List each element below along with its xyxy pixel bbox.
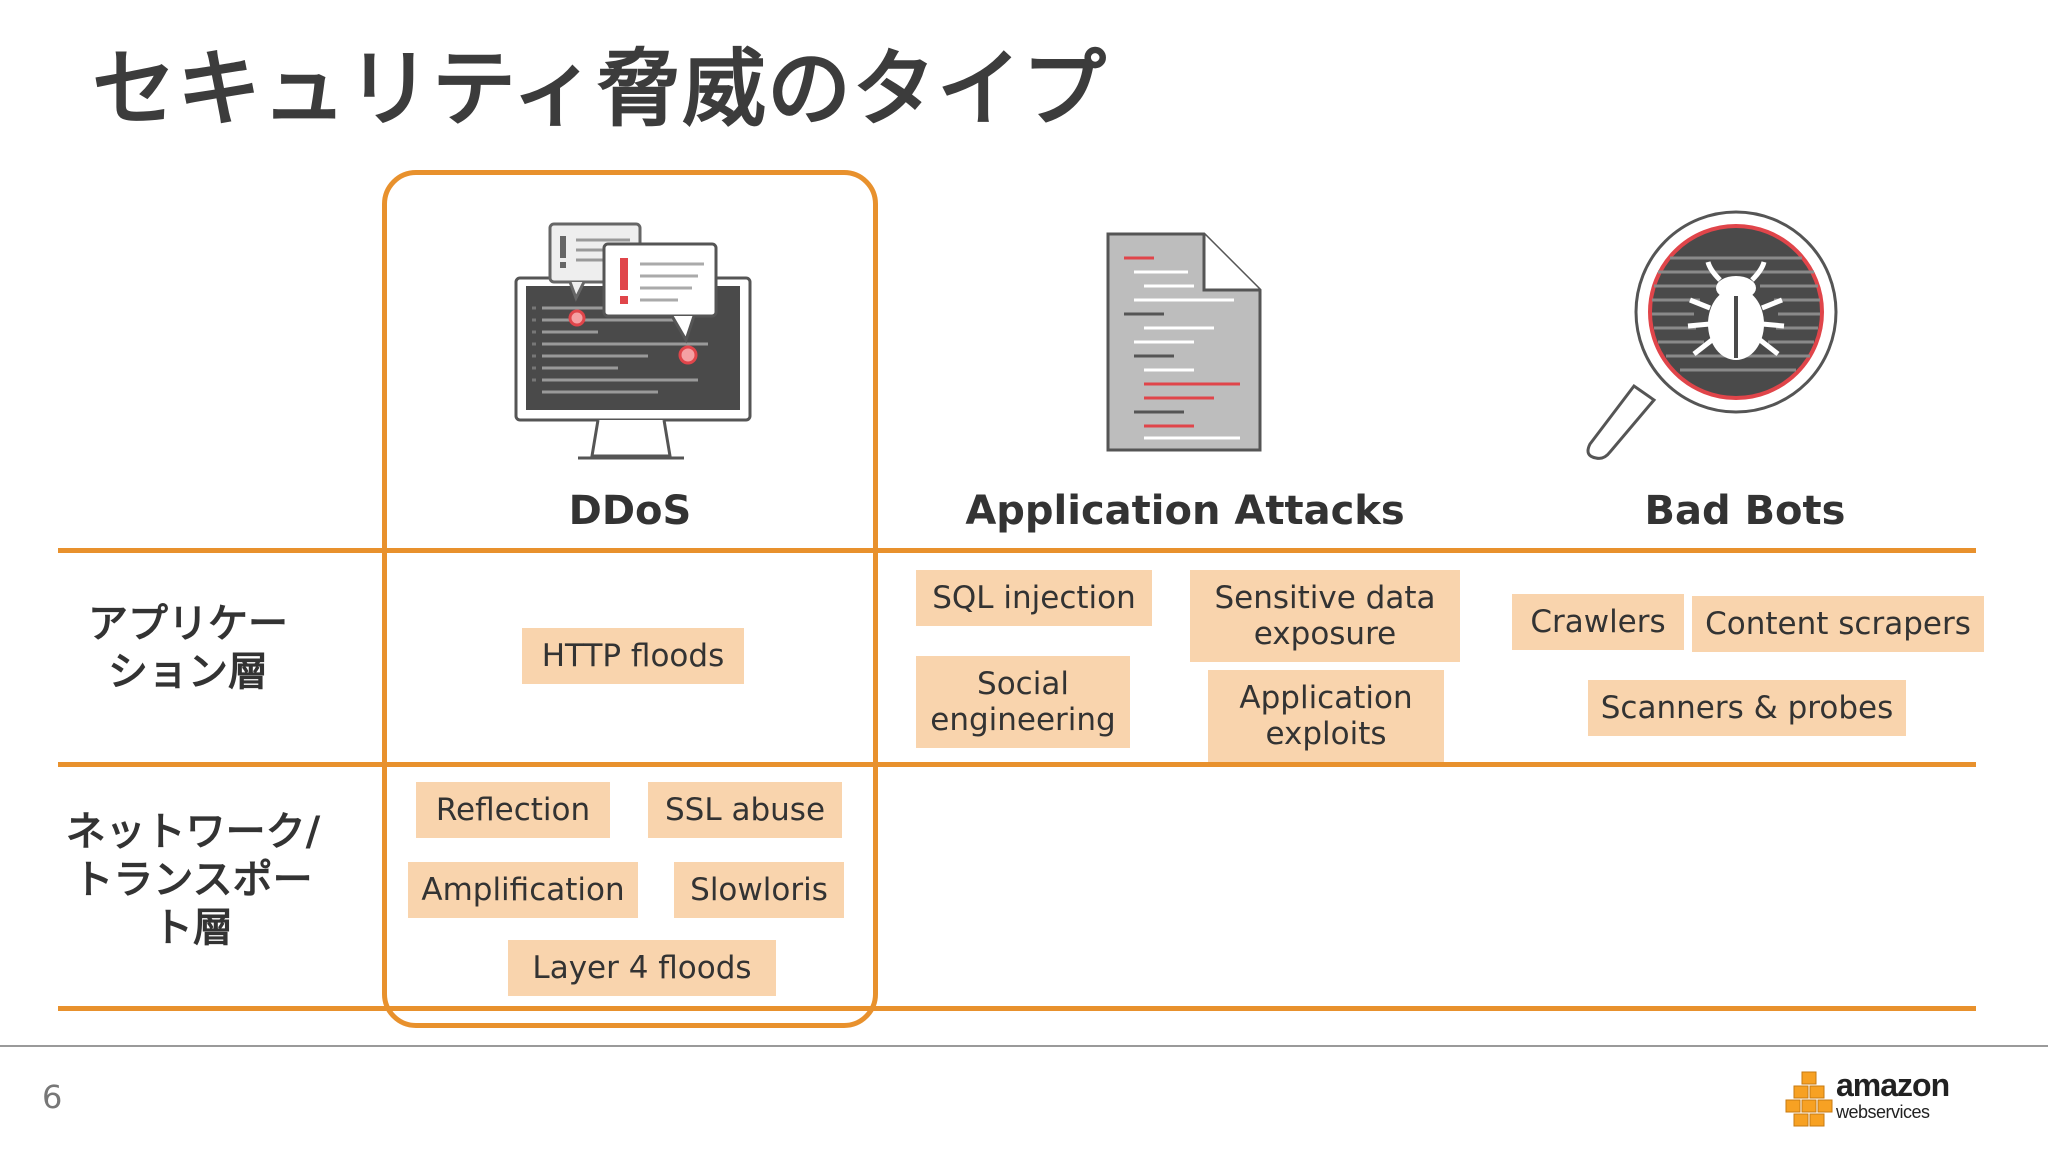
ddos-highlight-frame	[382, 170, 878, 1028]
tag-application-exploits: Application exploits	[1208, 670, 1444, 762]
tag-amplification: Amplification	[408, 862, 638, 918]
page-number: 6	[42, 1078, 63, 1116]
row-label-application-layer: アプリケー ション層	[88, 601, 288, 695]
aws-logo-sub: webservices	[1836, 1102, 1930, 1122]
tag-sql-injection: SQL injection	[916, 570, 1152, 626]
tag-social-engineering: Social engineering	[916, 656, 1130, 748]
tag-ssl-abuse: SSL abuse	[648, 782, 842, 838]
row-label-network-transport-layer: ネットワーク/ トランスポー ト層	[65, 809, 321, 951]
tag-sensitive-data-exposure: Sensitive data exposure	[1190, 570, 1460, 662]
monitor-alert-icon	[514, 222, 752, 460]
header-separator-line	[58, 548, 1976, 553]
column-header-bad-bots: Bad Bots	[1644, 488, 1846, 534]
tag-reflection: Reflection	[416, 782, 610, 838]
slide-title: セキュリティ脅威のタイプ	[92, 40, 1107, 138]
tag-http-floods: HTTP floods	[522, 628, 744, 684]
tag-scanners-probes: Scanners & probes	[1588, 680, 1906, 736]
row-separator-line	[58, 762, 1976, 767]
aws-logo: amazon webservices	[1784, 1068, 1954, 1132]
aws-logo-brand: amazon	[1836, 1067, 1950, 1103]
tag-crawlers: Crawlers	[1512, 594, 1684, 650]
code-document-icon	[1106, 232, 1262, 452]
aws-cubes-icon	[1785, 1071, 1833, 1127]
tag-layer4-floods: Layer 4 floods	[508, 940, 776, 996]
table-bottom-line	[58, 1006, 1976, 1011]
column-header-ddos: DDoS	[568, 488, 692, 534]
tag-slowloris: Slowloris	[674, 862, 844, 918]
footer-divider	[0, 1045, 2048, 1047]
column-header-application-attacks: Application Attacks	[965, 488, 1405, 534]
tag-content-scrapers: Content scrapers	[1692, 596, 1984, 652]
magnifier-bug-icon	[1586, 210, 1838, 460]
